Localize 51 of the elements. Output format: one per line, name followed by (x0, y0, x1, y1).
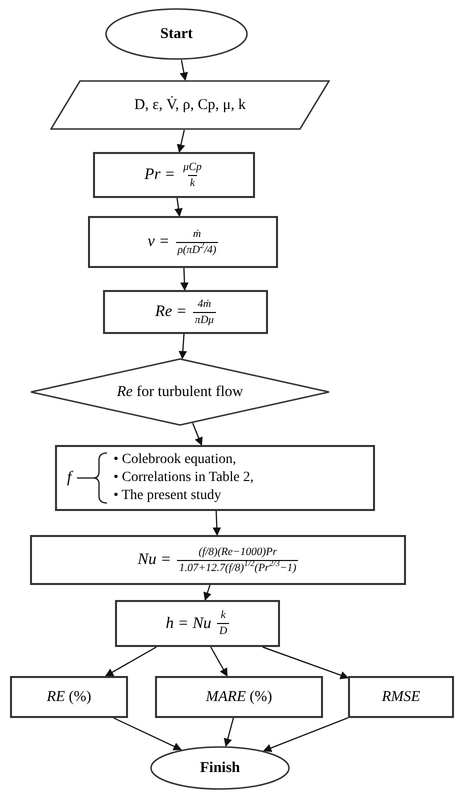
process-box (10, 676, 128, 718)
node-label: RE (%) (46, 688, 92, 707)
decision-diamond (30, 358, 330, 426)
formula-text: Nu = (138, 550, 172, 570)
arrow (212, 510, 221, 536)
list-item: • Correlations in Table 2, (113, 469, 254, 487)
fraction-denominator: D (217, 623, 230, 637)
arrow (210, 646, 228, 677)
formula-text: Pr = (144, 165, 176, 185)
node-label: Re for turbulent flow (116, 382, 244, 402)
fraction-numerator: (f/8)(Re−1000)Pr (198, 546, 278, 560)
formula-text: v = (148, 232, 170, 252)
list-item: • Colebrook equation, (113, 451, 238, 469)
process-box (55, 445, 375, 511)
formula-text: f (67, 468, 72, 488)
arrow (180, 268, 189, 291)
process-box (88, 216, 278, 268)
terminal-ellipse (150, 746, 290, 790)
node-label: D, ε, V̇, ρ, Cp, μ, k (134, 95, 246, 115)
terminal-label: Finish (200, 758, 240, 778)
arrow (113, 717, 182, 750)
process-box (155, 676, 323, 718)
arrow (224, 718, 234, 747)
formula-text: Re = (155, 302, 187, 322)
terminal-label: Start (160, 24, 193, 44)
arrow (262, 717, 348, 752)
fraction-numerator: k (220, 610, 227, 623)
input-parallelogram (50, 80, 330, 130)
node-label: RMSE (382, 688, 420, 707)
arrow (203, 584, 212, 601)
process-box (93, 152, 255, 198)
arrow (180, 60, 188, 81)
fraction-numerator: μCp (182, 162, 203, 174)
process-box (115, 600, 280, 647)
fraction-numerator: ṁ (192, 228, 202, 242)
arrow (262, 646, 349, 680)
arrow (104, 646, 157, 677)
arrow (178, 334, 187, 360)
fraction-numerator: 4ṁ (196, 298, 212, 312)
fraction-denominator: πDμ (192, 312, 216, 326)
terminal-ellipse (105, 8, 248, 60)
arrow (176, 130, 186, 153)
formula-text: h = Nu (166, 614, 212, 634)
node-label: MARE (%) (206, 688, 272, 707)
arrow (174, 198, 183, 217)
process-box (103, 290, 268, 334)
list-item: • The present study (113, 487, 222, 505)
arrow (192, 422, 203, 446)
process-box (348, 676, 454, 718)
fraction-denominator: k (188, 174, 197, 188)
process-box (30, 535, 406, 585)
